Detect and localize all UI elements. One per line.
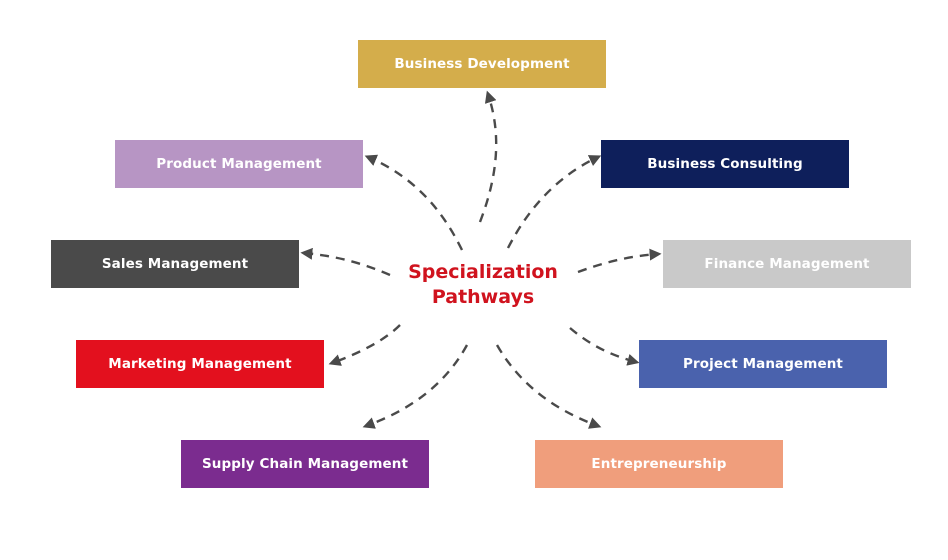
arrow-to-sales-management [300, 247, 391, 277]
center-title-line2: Pathways [431, 286, 535, 308]
pathway-entrepreneurship: Entrepreneurship [535, 440, 783, 488]
arrow-to-supply-chain-management [362, 344, 469, 429]
pathway-business-consulting: Business Consulting [601, 140, 849, 188]
pathway-sales-management: Sales Management [51, 240, 299, 288]
pathway-marketing-management: Marketing Management [76, 340, 324, 388]
arrow-to-business-consulting [506, 155, 602, 249]
arrow-to-project-management [569, 327, 640, 366]
pathway-supply-chain-management: Supply Chain Management [181, 440, 429, 488]
pathway-finance-management: Finance Management [663, 240, 911, 288]
center-title-line1: Specialization [408, 261, 558, 283]
arrow-to-finance-management [577, 248, 662, 274]
arrow-to-business-development [478, 90, 498, 223]
arrow-to-marketing-management [328, 324, 401, 366]
pathway-product-management: Product Management [115, 140, 363, 188]
center-title: Specialization Pathways [383, 260, 583, 310]
arrow-to-product-management [364, 154, 464, 251]
arrow-to-entrepreneurship [495, 344, 602, 429]
pathway-business-development: Business Development [358, 40, 606, 88]
pathway-project-management: Project Management [639, 340, 887, 388]
